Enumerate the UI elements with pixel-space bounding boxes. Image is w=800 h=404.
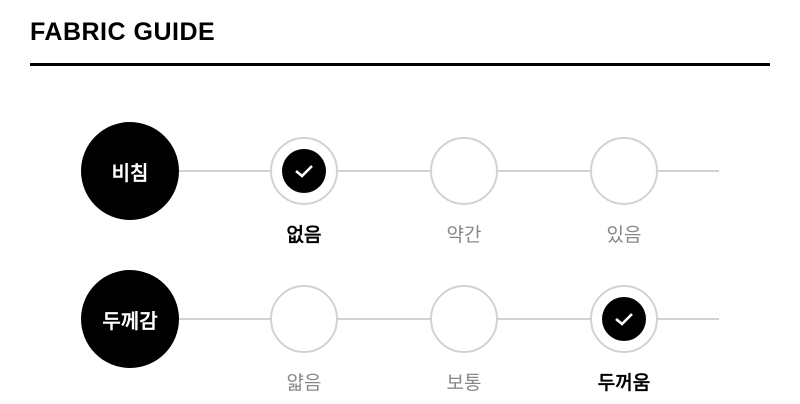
divider xyxy=(30,63,770,66)
category-badge: 비침 xyxy=(81,122,179,220)
category-label: 두께감 xyxy=(102,308,158,333)
option-label: 얇음 xyxy=(286,372,322,394)
option-label: 보통 xyxy=(446,372,482,394)
check-icon xyxy=(602,297,646,341)
option-radio[interactable] xyxy=(590,285,658,353)
option-radio[interactable] xyxy=(270,137,338,205)
category-badge: 두께감 xyxy=(81,270,179,368)
option-label: 있음 xyxy=(606,224,642,246)
option-radio[interactable] xyxy=(590,137,658,205)
option-radio[interactable] xyxy=(430,285,498,353)
option-radio[interactable] xyxy=(430,137,498,205)
option-label: 약간 xyxy=(446,224,482,246)
option-label: 없음 xyxy=(286,224,322,246)
page-title: FABRIC GUIDE xyxy=(30,18,216,46)
check-icon xyxy=(282,149,326,193)
category-label: 비침 xyxy=(111,160,149,185)
option-radio[interactable] xyxy=(270,285,338,353)
option-label: 두꺼움 xyxy=(597,372,651,394)
